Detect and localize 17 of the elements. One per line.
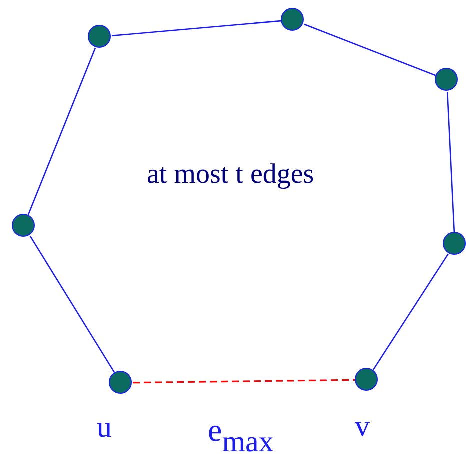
vertex-circle	[355, 368, 378, 391]
vertex-circle	[443, 232, 466, 255]
polygon-edge	[372, 254, 450, 370]
vertex-circle	[109, 371, 132, 394]
vertex-label: v	[355, 412, 370, 442]
polygon-edge	[30, 236, 116, 374]
vertex-circle	[88, 25, 111, 48]
vertex-label: u	[97, 413, 112, 443]
polygon-edge	[304, 24, 436, 76]
dashed-edge	[132, 379, 356, 384]
polygon-edge	[112, 20, 282, 37]
vertex-circle	[435, 68, 458, 91]
vertex-circle	[12, 214, 35, 237]
polygon-edge	[28, 48, 96, 216]
region-label: at most t edges	[147, 161, 314, 189]
polygon-edge	[446, 92, 456, 232]
vertex-circle	[281, 8, 304, 31]
